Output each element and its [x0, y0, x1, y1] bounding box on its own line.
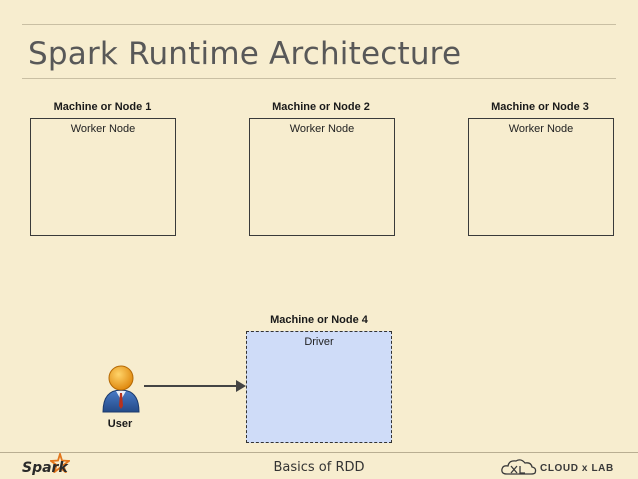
slide-title: Spark Runtime Architecture	[28, 36, 462, 72]
slide-footer: Basics of RDD	[273, 460, 365, 475]
spark-star-icon	[50, 453, 70, 473]
driver-title: Driver	[304, 336, 334, 348]
node-3-worker-box: Worker Node	[468, 118, 614, 236]
top-divider	[22, 24, 616, 25]
node-1-label: Machine or Node 1	[53, 101, 152, 113]
node-2-worker-box: Worker Node	[249, 118, 395, 236]
user-icon	[102, 365, 140, 413]
node-1-worker-box: Worker Node	[30, 118, 176, 236]
node-2-label: Machine or Node 2	[272, 101, 370, 113]
node-3-worker-title: Worker Node	[508, 123, 574, 135]
user-label: User	[107, 418, 133, 430]
title-divider	[22, 78, 616, 79]
node-1-worker-title: Worker Node	[70, 123, 136, 135]
node-4-label: Machine or Node 4	[270, 314, 368, 326]
user-to-driver-arrow	[144, 380, 246, 392]
spark-logo: Spark	[22, 460, 68, 476]
cloudxlab-logo: CLOUD x LAB	[540, 463, 614, 474]
footer-divider	[0, 452, 638, 453]
driver-box: Driver	[246, 331, 392, 443]
node-3-label: Machine or Node 3	[491, 101, 589, 113]
cloud-icon	[501, 459, 537, 475]
node-2-worker-title: Worker Node	[289, 123, 355, 135]
